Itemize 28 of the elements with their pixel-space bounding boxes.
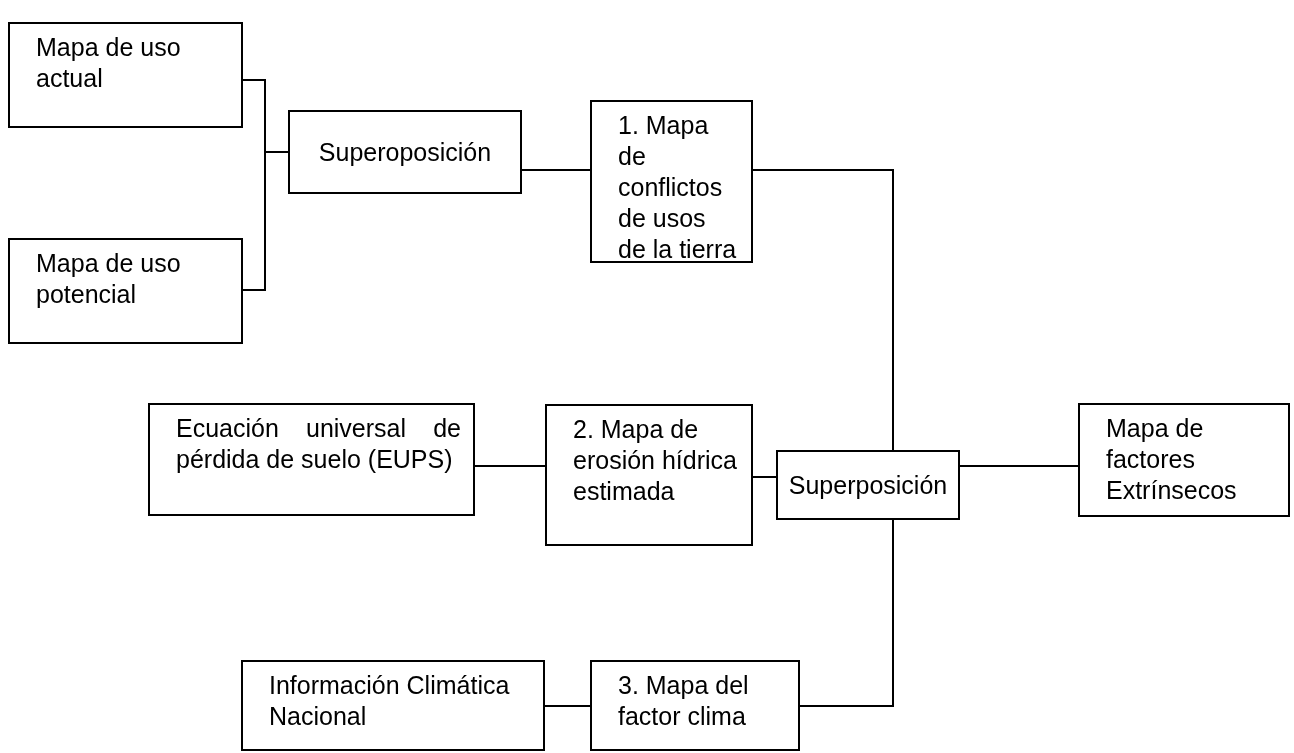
process-box bbox=[148, 403, 475, 516]
process-box bbox=[8, 22, 243, 128]
box-label: Superoposición bbox=[318, 136, 492, 168]
box-label: 1. Mapa de conflictos de usos de la tierra bbox=[618, 110, 738, 265]
process-box bbox=[776, 450, 960, 520]
box-label: Mapa de uso actual bbox=[36, 32, 182, 94]
connector-line bbox=[752, 476, 777, 478]
connector-line bbox=[752, 169, 894, 451]
box-label: Mapa de uso potencial bbox=[36, 248, 182, 310]
process-box bbox=[545, 404, 753, 546]
process-box bbox=[590, 660, 800, 751]
process-box bbox=[1078, 403, 1290, 517]
box-label: Mapa de factores Extrínsecos bbox=[1106, 413, 1238, 506]
process-box bbox=[288, 110, 522, 194]
box-label: 2. Mapa de erosión hídrica estimada bbox=[573, 414, 738, 507]
connector-line bbox=[959, 465, 1079, 467]
connector-line bbox=[799, 519, 894, 707]
process-box bbox=[590, 100, 753, 263]
process-box bbox=[8, 238, 243, 344]
connector-line bbox=[521, 169, 591, 171]
box-label: 3. Mapa del factor clima bbox=[618, 670, 750, 732]
connector-line bbox=[544, 705, 591, 707]
connector-line bbox=[474, 465, 546, 467]
process-box bbox=[241, 660, 545, 751]
connector-line bbox=[242, 151, 289, 291]
box-label: Información Climática Nacional bbox=[269, 670, 511, 732]
box-label: Superposición bbox=[788, 469, 948, 501]
box-label: Ecuación universal de pérdida de suelo (EUPS) bbox=[176, 413, 461, 475]
